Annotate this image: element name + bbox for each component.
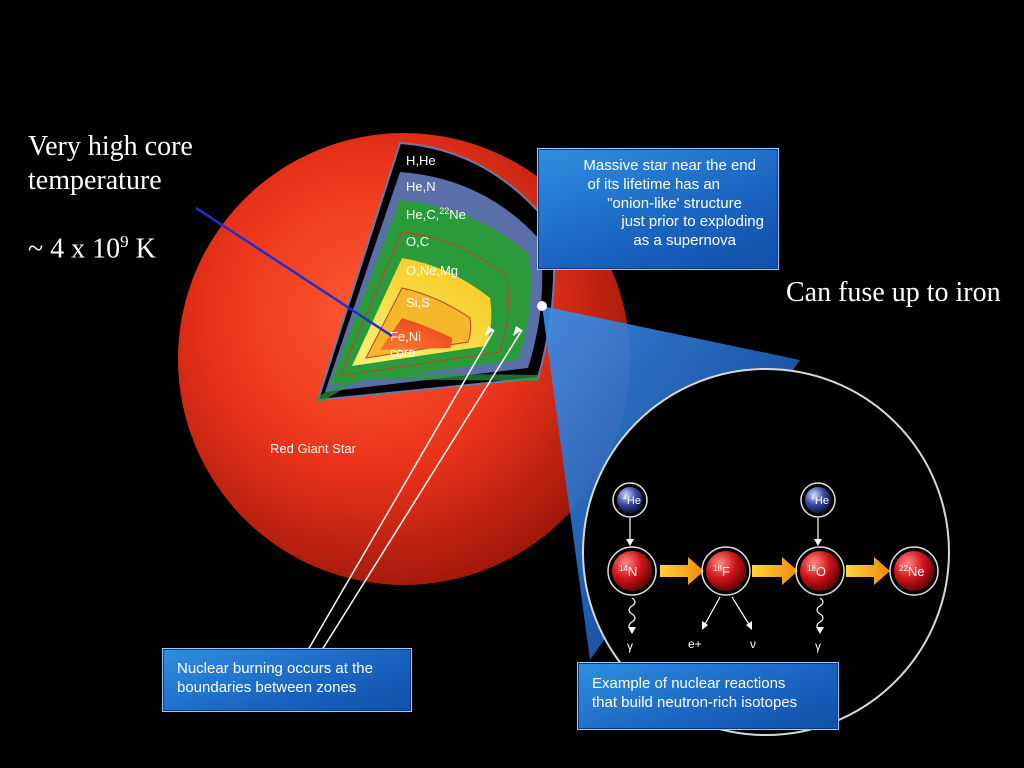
svg-text:4He: 4He xyxy=(623,495,641,507)
helium-nucleus-2 xyxy=(805,487,831,513)
core-temperature-value: ~ 4 x 109 K xyxy=(28,232,156,265)
neutrino-label: ν xyxy=(750,637,756,651)
zone-label-h-he: H,He xyxy=(406,153,436,168)
svg-text:18F: 18F xyxy=(713,564,730,579)
zone-label-he-n: He,N xyxy=(406,179,436,194)
onion-caption-line-4: just prior to exploding xyxy=(621,213,764,231)
zone-label-si-s: Si,S xyxy=(406,295,430,310)
gamma-wave-1 xyxy=(628,597,636,631)
star-label: Red Giant Star xyxy=(270,441,357,456)
nuclear-reactions-caption: Example of nuclear reactions that build … xyxy=(577,662,839,730)
reactions-caption-line-1: Example of nuclear reactions xyxy=(592,675,786,692)
core-pointer-line xyxy=(195,206,393,338)
svg-text:18O: 18O xyxy=(807,564,826,579)
svg-text:4He: 4He xyxy=(811,495,829,507)
gamma-label-2: γ xyxy=(815,639,821,653)
onion-caption-line-3: "onion-like' structure xyxy=(607,194,742,212)
nitrogen-14-nucleus xyxy=(612,551,652,591)
reaction-arrow-3 xyxy=(846,557,890,585)
zone-label-he-c-ne: He,C,22Ne xyxy=(406,206,466,222)
zone-label-fe-ni: Fe,Ni xyxy=(390,329,421,344)
onion-caption-line-5: as a supernova xyxy=(633,232,736,249)
burning-caption-line-2: boundaries between zones xyxy=(177,678,357,696)
zone-o-c-boundary xyxy=(339,231,509,377)
burning-pointer-2 xyxy=(321,329,523,651)
positron-label: e+ xyxy=(688,637,702,651)
zoom-origin-dot xyxy=(537,301,547,311)
oxygen-18-nucleus xyxy=(800,551,840,591)
reactions-caption-line-2: that build neutron-rich isotopes xyxy=(592,693,798,711)
reaction-arrow-2 xyxy=(752,557,798,585)
burning-caption-line-1: Nuclear burning occurs at the xyxy=(177,660,373,677)
fuse-limit-note: Can fuse up to iron xyxy=(786,277,1001,308)
onion-structure-caption: Massive star near the end of its lifetim… xyxy=(537,148,779,270)
onion-caption-line-1: Massive star near the end xyxy=(583,157,756,174)
fluorine-18-nucleus xyxy=(706,551,746,591)
zone-label-core: core xyxy=(390,345,415,360)
onion-caption-line-2: of its lifetime has an xyxy=(587,175,720,193)
zone-label-o-c: O,C xyxy=(406,234,429,249)
zone-fe-ni-core xyxy=(380,318,452,350)
neon-22-nucleus xyxy=(894,551,934,591)
gamma-wave-2 xyxy=(816,597,824,631)
zoom-circle xyxy=(582,368,950,736)
svg-text:22Ne: 22Ne xyxy=(899,564,925,579)
reaction-arrow-1 xyxy=(660,557,704,585)
svg-text:14N: 14N xyxy=(619,564,637,579)
nuclear-burning-caption: Nuclear burning occurs at the boundaries… xyxy=(162,648,412,712)
helium-nucleus-1 xyxy=(617,487,643,513)
onion-cutaway xyxy=(316,141,556,403)
burning-pointer-1 xyxy=(307,329,495,651)
core-temperature-note: Very high core temperature xyxy=(28,131,193,196)
zone-label-o-ne-mg: O,Ne,Mg xyxy=(406,263,458,278)
gamma-label-1: γ xyxy=(627,639,633,653)
reaction-chain: 4He 4He 14N 18F 18O 22Ne γ γ e+ xyxy=(607,482,939,653)
